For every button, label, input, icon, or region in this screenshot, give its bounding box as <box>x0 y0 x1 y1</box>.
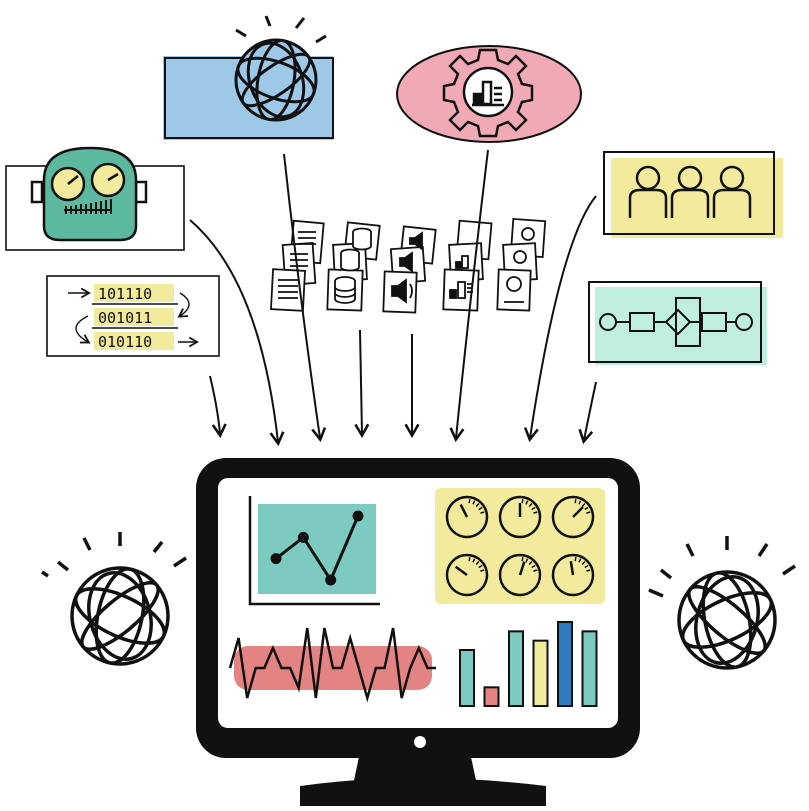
people-icon <box>628 165 752 218</box>
gauges <box>445 495 595 597</box>
bits-arrow-loop-left <box>75 315 91 344</box>
gauge <box>498 553 542 597</box>
bar <box>581 630 598 707</box>
line-chart-panel <box>248 496 380 606</box>
robot-card <box>5 146 185 251</box>
arrow-database <box>354 329 370 439</box>
gauge <box>445 495 489 539</box>
monitor-power-button <box>414 736 426 748</box>
gauge <box>498 495 542 539</box>
bar <box>532 639 549 708</box>
waveform <box>228 627 436 703</box>
globe-icon <box>234 15 327 122</box>
bar <box>508 630 524 707</box>
gauge-needle <box>569 560 575 576</box>
database-stack-icon <box>326 221 381 312</box>
bar <box>459 649 475 707</box>
globe-card <box>163 15 334 140</box>
bar <box>557 621 573 707</box>
gauge-needle <box>459 503 469 518</box>
people-card-frame <box>603 151 775 235</box>
audio-stack-icon <box>382 225 437 314</box>
line-chart-point <box>270 553 282 565</box>
bar <box>483 686 500 707</box>
gauge <box>551 495 595 539</box>
bits-arrow-loop-right <box>177 292 190 318</box>
gear-icon <box>442 48 534 138</box>
line-chart-point <box>325 574 337 586</box>
arrow-globe <box>283 153 327 443</box>
arrow-flow <box>578 381 597 445</box>
bar-chart <box>459 621 598 708</box>
waveform-panel <box>228 627 436 703</box>
line-chart-axes <box>248 496 380 606</box>
robot-icon <box>30 146 148 242</box>
gauge <box>445 553 489 597</box>
line-chart <box>270 510 364 586</box>
gauge <box>551 553 595 597</box>
data-flow-arrows <box>189 149 597 447</box>
bits-row-2-bg <box>94 308 174 326</box>
document-stack-icon <box>270 219 325 312</box>
people-card <box>603 151 783 238</box>
gear-card <box>396 45 582 143</box>
profile-stack-icon <box>496 217 547 312</box>
gauge-needle <box>454 565 468 577</box>
process-flow-card <box>588 281 767 365</box>
arrow-people <box>523 195 597 443</box>
process-flow-card-frame <box>588 281 762 363</box>
line-chart-series <box>275 515 360 584</box>
gauge-needle <box>518 561 526 576</box>
line-chart-point <box>352 510 364 522</box>
data-source-icons <box>270 217 547 314</box>
bits-row-1-bg <box>94 284 174 302</box>
bits-row-3: 010110 <box>98 333 152 351</box>
bits-row-3-bg <box>94 332 174 350</box>
waveform-series <box>228 627 436 703</box>
report-stack-icon <box>442 219 493 312</box>
bits-card: 101110 001011 010110 <box>46 275 220 357</box>
bits-row-1: 101110 <box>98 285 152 303</box>
arrow-gear <box>449 149 489 443</box>
arrow-bits <box>209 375 227 439</box>
process-flow-icon <box>599 297 753 347</box>
bar-chart-panel <box>459 621 598 708</box>
globe-icon-left <box>41 532 187 666</box>
monitor-base <box>300 778 546 806</box>
gauge-needle <box>572 506 584 518</box>
bits-row-2: 001011 <box>98 309 152 327</box>
arrow-robot <box>189 219 285 447</box>
monitor-icon <box>196 458 640 806</box>
line-chart-point <box>297 531 309 543</box>
gauges-panel <box>435 488 605 604</box>
globe-icon-right <box>648 536 796 670</box>
